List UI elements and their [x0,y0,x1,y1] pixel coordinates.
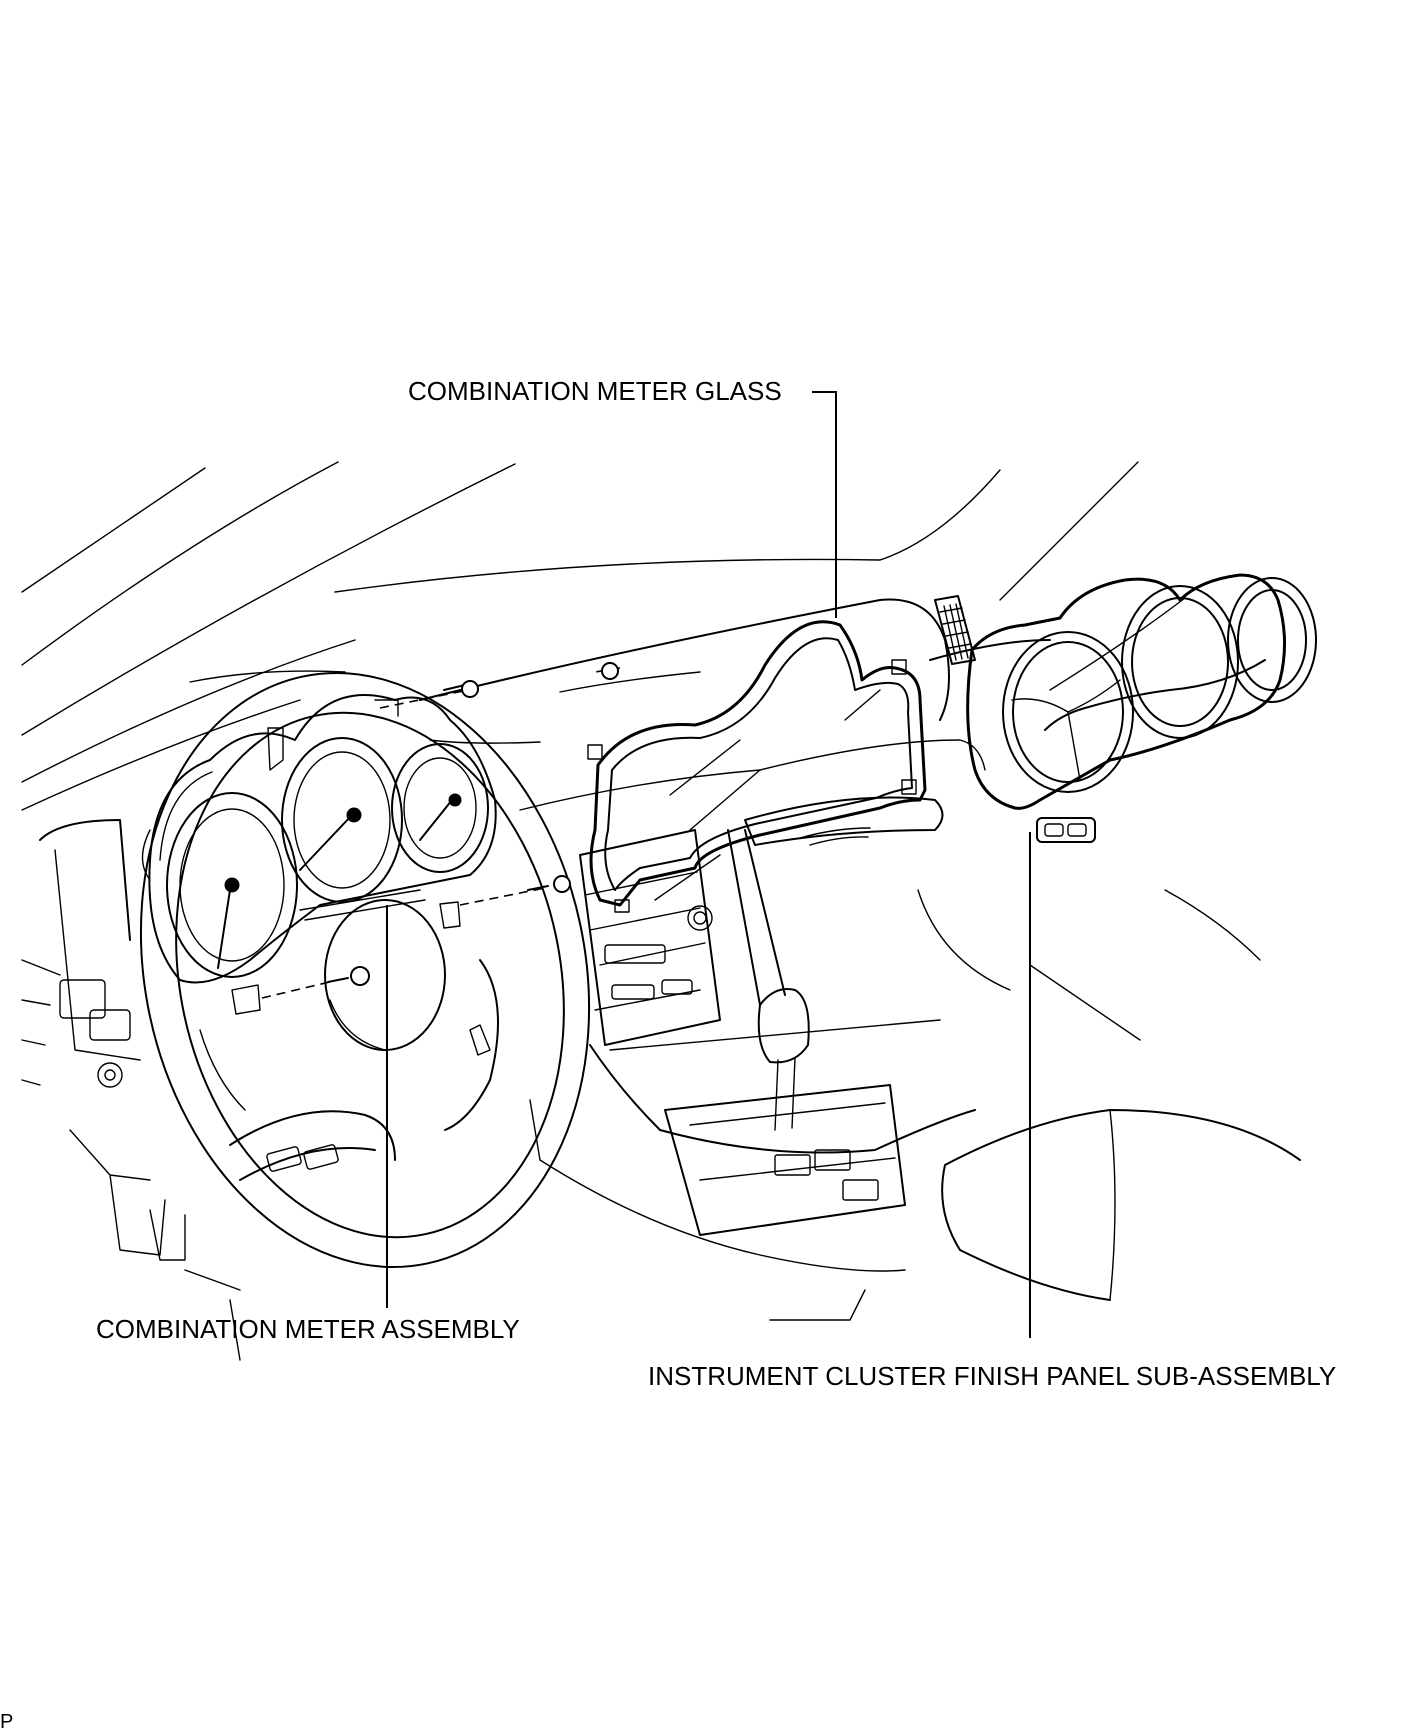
label-instrument-cluster-finish-panel: INSTRUMENT CLUSTER FINISH PANEL SUB-ASSE… [648,1361,1337,1391]
leader-lines [386,391,1031,1338]
corner-mark: P [0,1711,14,1733]
dashboard-body [21,595,1301,1361]
combination-meter-assembly [141,694,497,1015]
instrument-cluster-finish-panel [966,573,1317,843]
label-combination-meter-assembly: COMBINATION METER ASSEMBLY [96,1314,520,1344]
meter-screws [261,680,571,999]
combination-meter-glass [587,620,927,913]
label-combination-meter-glass: COMBINATION METER GLASS [408,376,782,406]
